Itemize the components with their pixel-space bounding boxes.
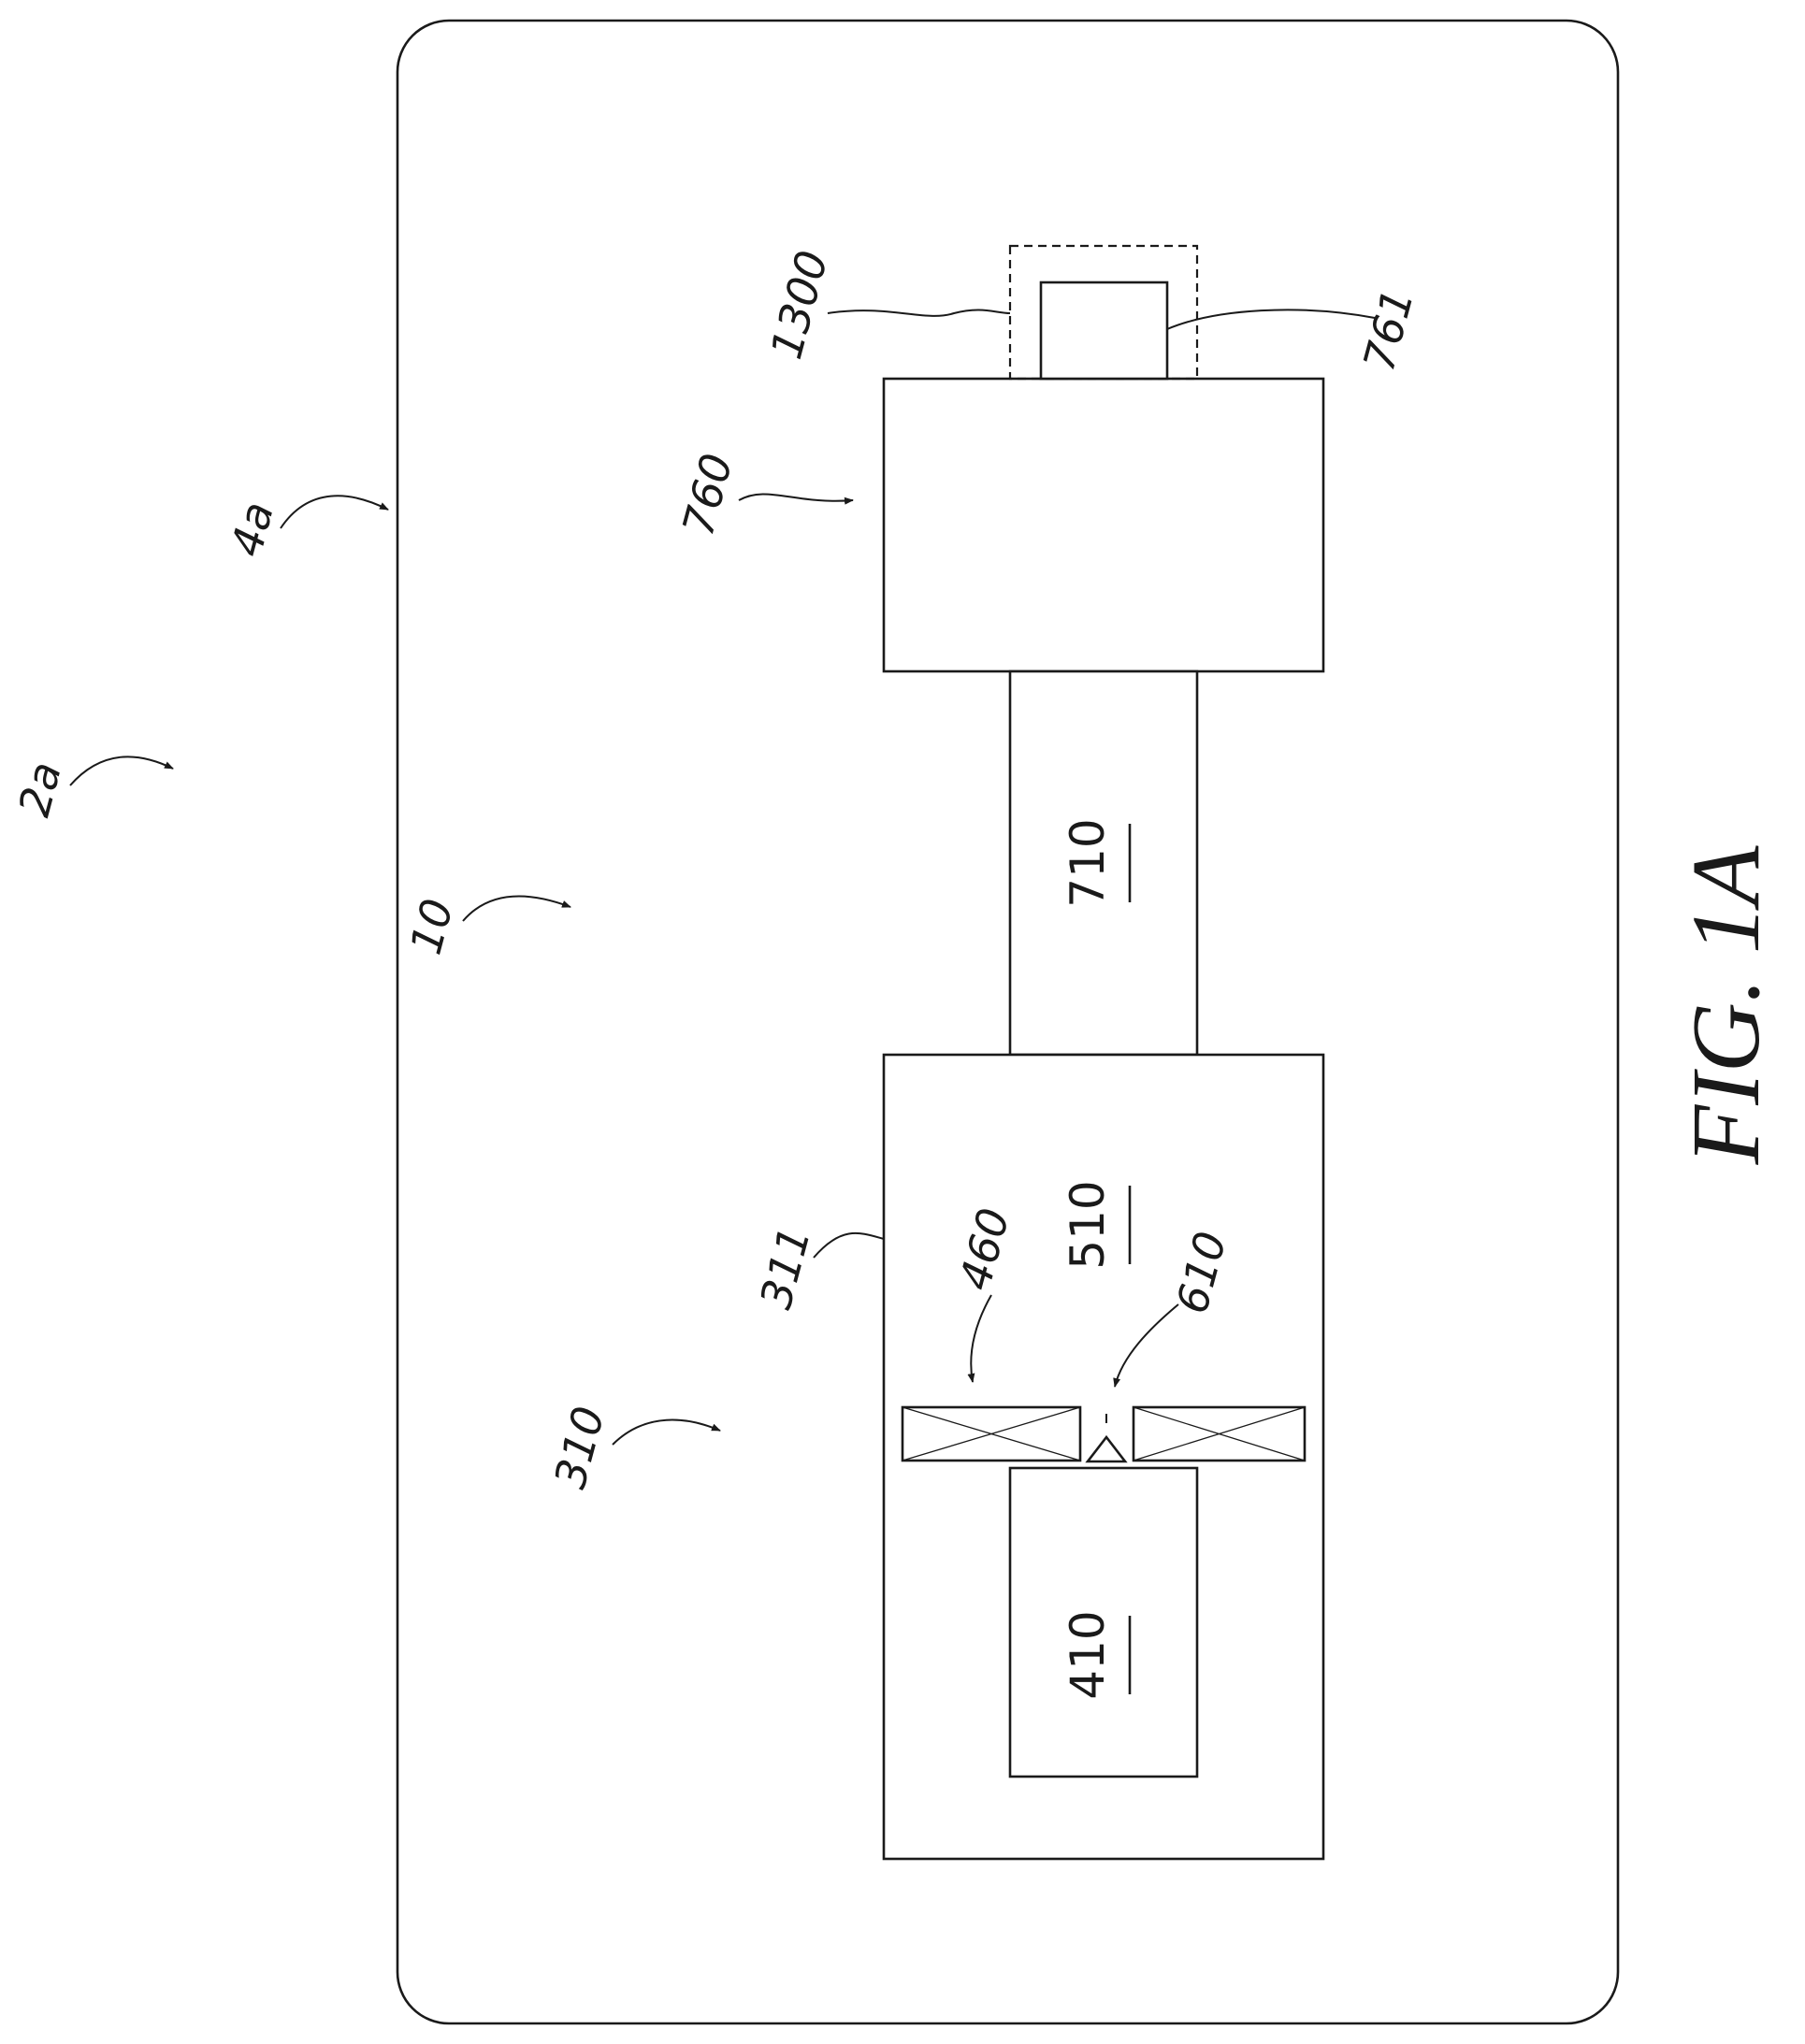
module-760-box — [884, 379, 1323, 671]
svg-text:510: 510 — [1061, 1180, 1115, 1269]
svg-text:710: 710 — [1061, 818, 1115, 907]
tab-761-box — [1041, 282, 1167, 379]
figure-title: FIG. 1A — [1672, 845, 1780, 1165]
ref-2a: 2a — [8, 756, 71, 821]
ref-4a: 4a — [221, 497, 283, 561]
svg-text:410: 410 — [1061, 1610, 1115, 1699]
